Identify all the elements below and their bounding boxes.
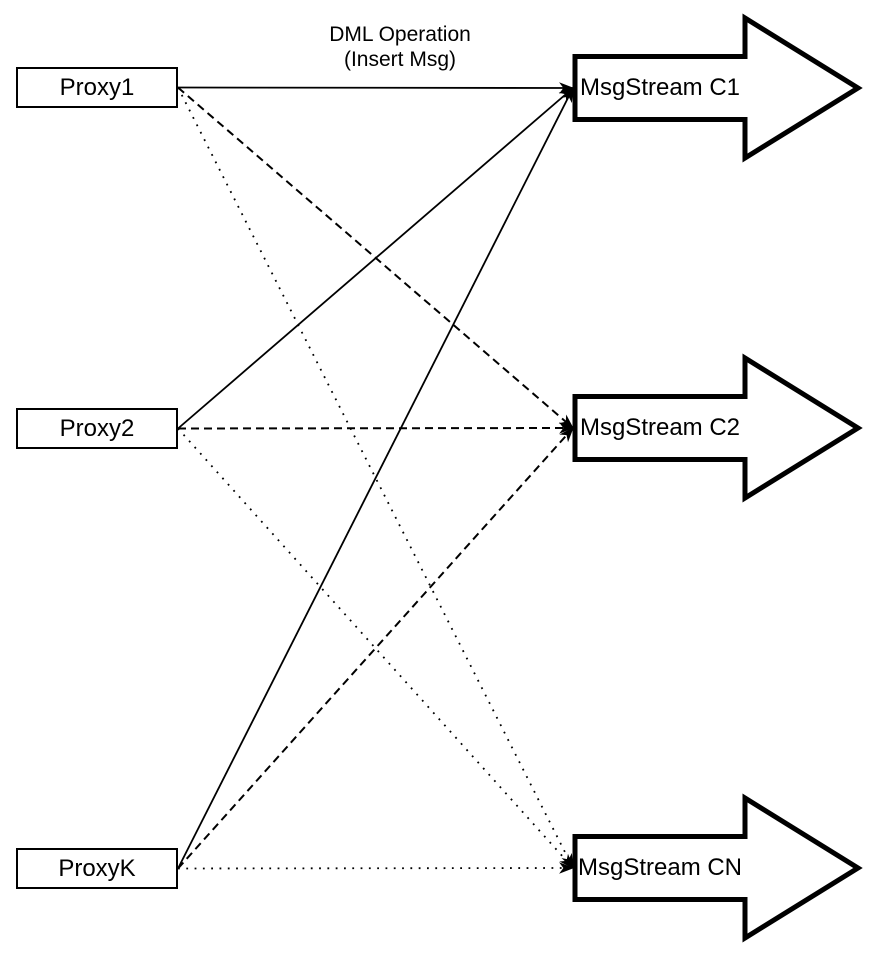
msgstream-c2-arrow-shape bbox=[572, 353, 863, 503]
msgstream-c1-arrow-shape bbox=[572, 13, 863, 163]
title-line-1: DML Operation bbox=[329, 23, 471, 46]
edge-proxyk-to-c2 bbox=[177, 427, 574, 870]
msgstream-cn-arrow-shape bbox=[572, 793, 863, 943]
proxy2-box: Proxy2 bbox=[16, 408, 178, 449]
proxyk-label: ProxyK bbox=[58, 854, 136, 882]
edge-proxy2-to-c1 bbox=[177, 87, 574, 430]
proxy2-label: Proxy2 bbox=[59, 414, 135, 442]
proxy1-label: Proxy1 bbox=[59, 73, 135, 101]
proxyk-box: ProxyK bbox=[16, 848, 178, 889]
title-line-2: (Insert Msg) bbox=[343, 48, 456, 71]
edge-proxy2-to-c2 bbox=[177, 422, 575, 434]
edge-proxy1-to-c1 bbox=[177, 82, 575, 94]
edge-proxyk-to-cn bbox=[177, 862, 575, 874]
diagram-title: DML Operation (Insert Msg) bbox=[240, 22, 560, 72]
proxy1-box: Proxy1 bbox=[16, 67, 178, 108]
edge-proxy2-to-cn bbox=[177, 427, 574, 869]
edge-proxyk-to-c1 bbox=[177, 87, 574, 869]
